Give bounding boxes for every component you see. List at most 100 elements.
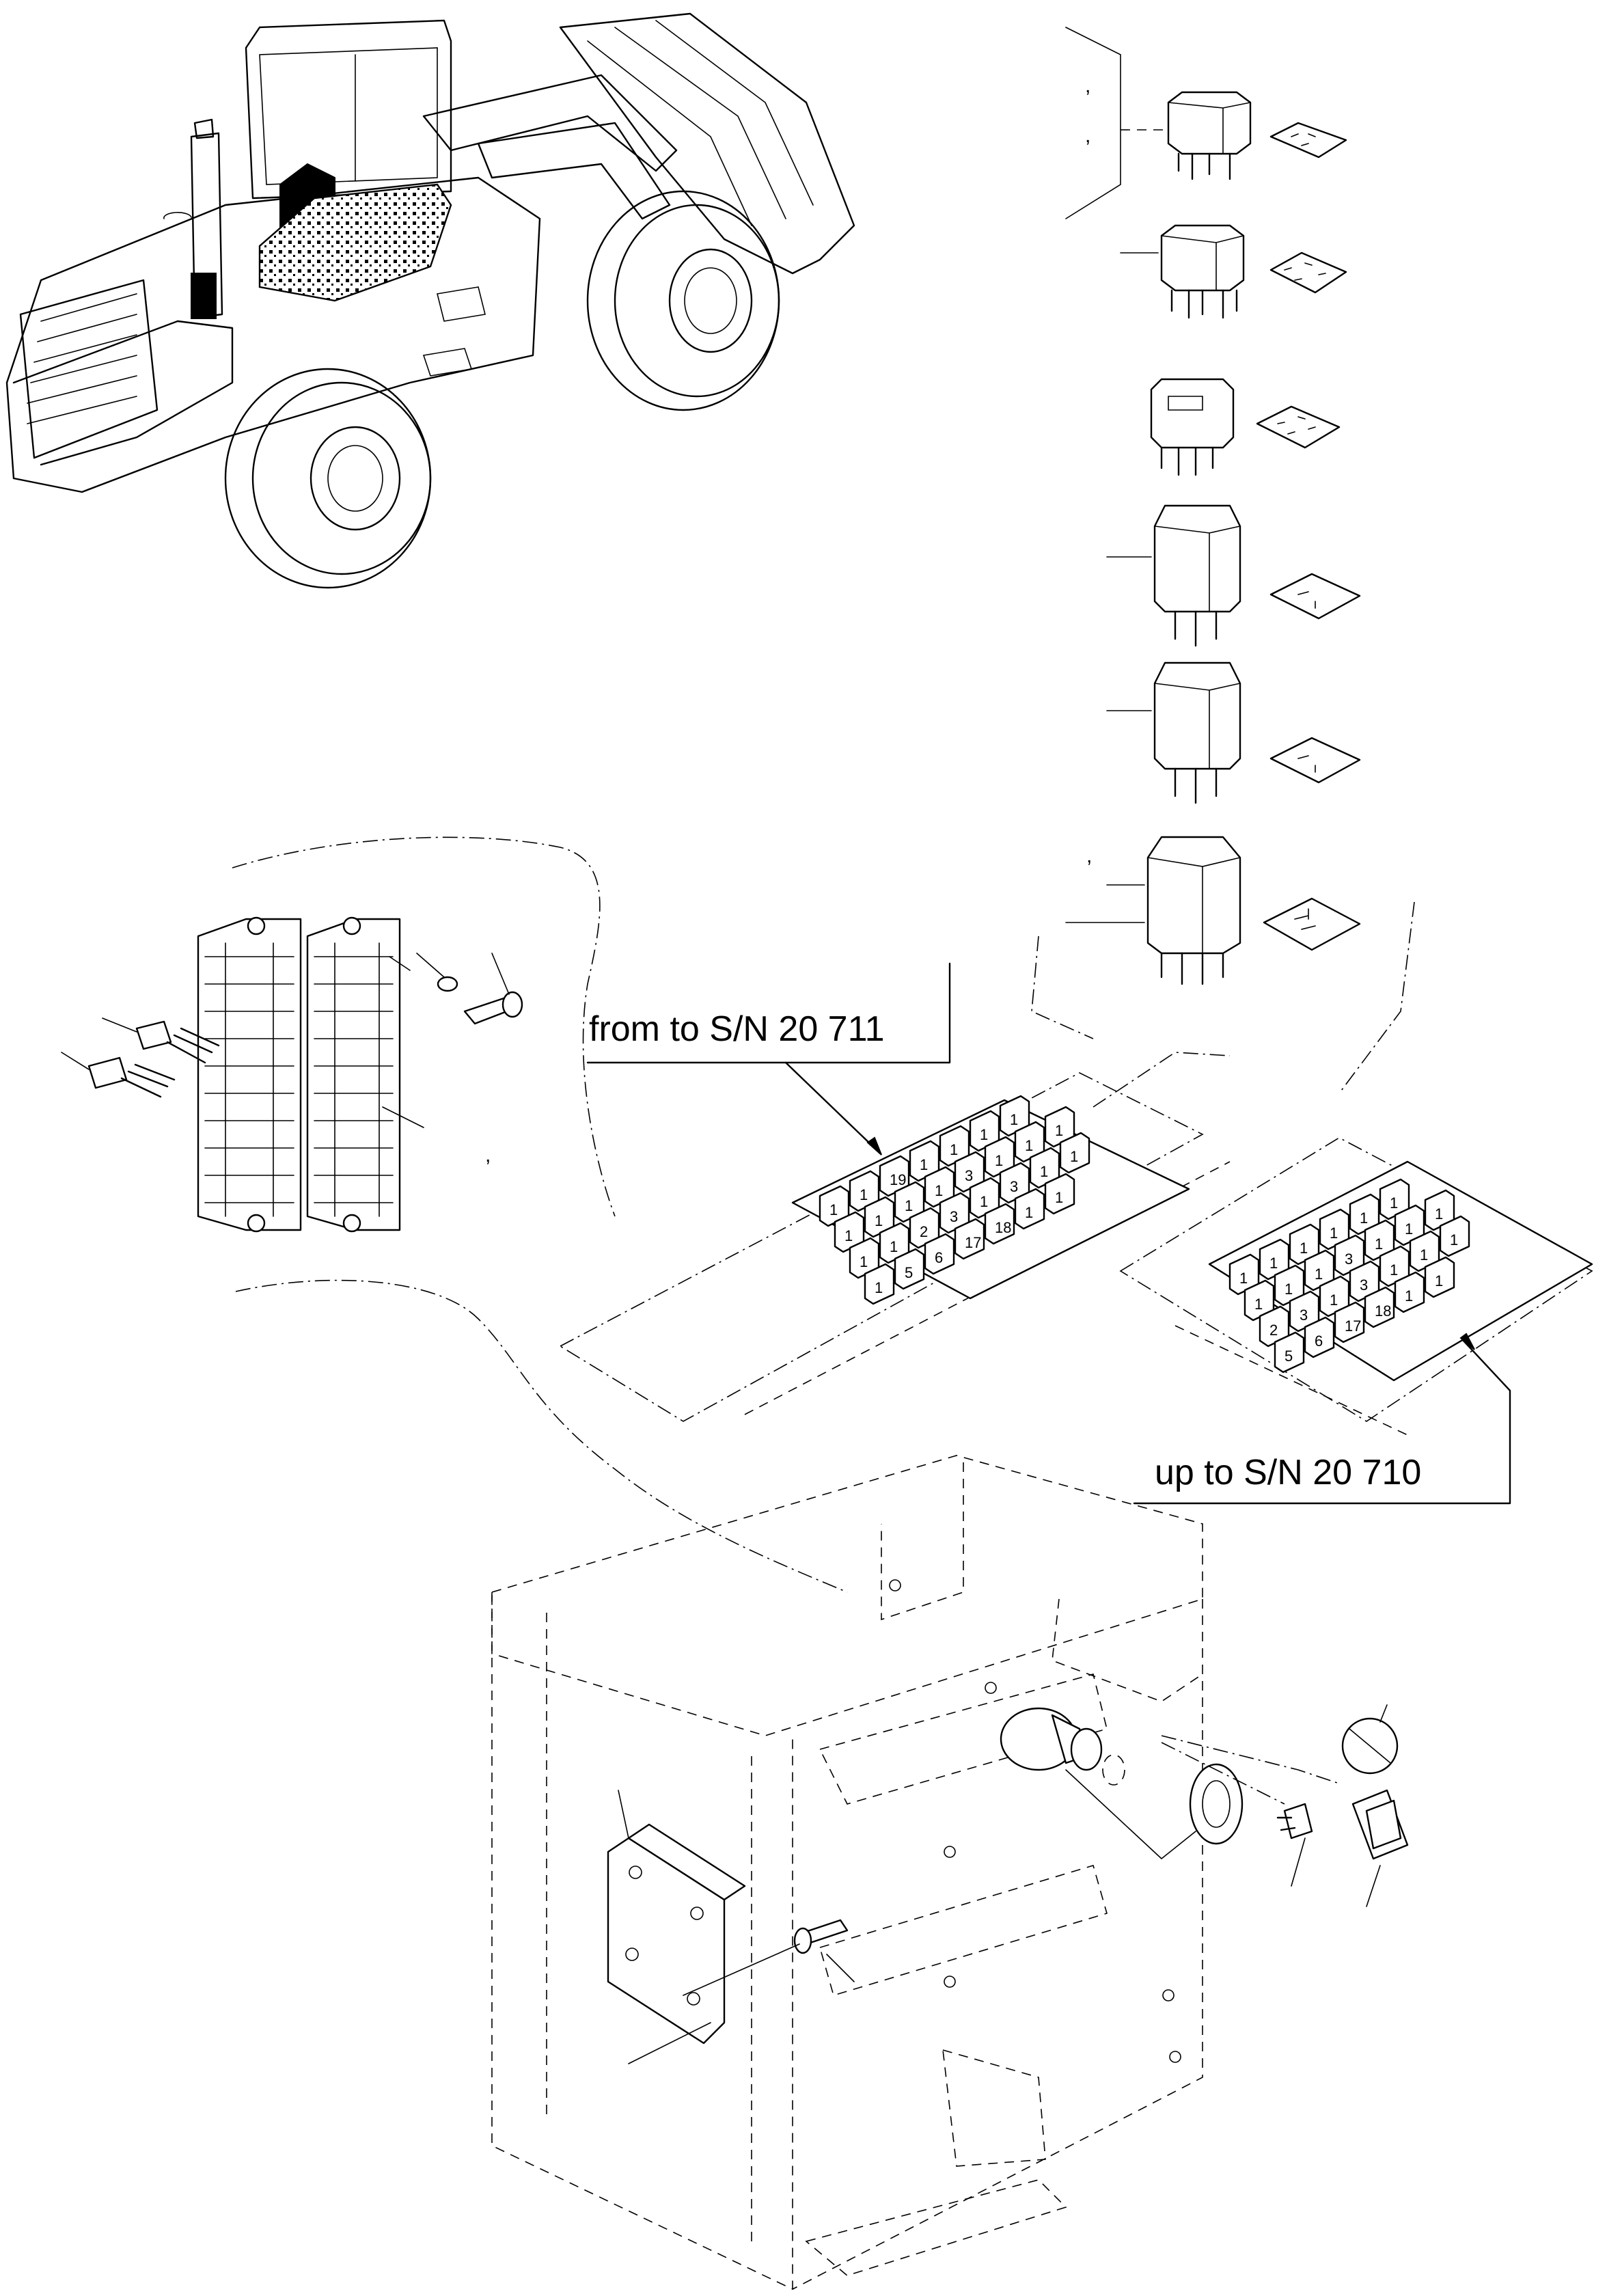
relay-cube-label: 1 xyxy=(1239,1270,1248,1287)
relay-cube: 1 xyxy=(894,1181,925,1223)
relay-cube-label: 1 xyxy=(1010,1111,1018,1128)
relay-cube-label: 5 xyxy=(905,1264,913,1281)
relay-cube: 6 xyxy=(924,1233,955,1275)
relay-cube: 18 xyxy=(984,1203,1015,1245)
relay-cube-label: 19 xyxy=(890,1171,906,1188)
relay-cube: 3 xyxy=(999,1162,1030,1204)
relay-cube-label: 1 xyxy=(860,1186,868,1203)
tick-mark: , xyxy=(1085,124,1090,147)
relay-column: , , xyxy=(1031,27,1415,1108)
relay-cube-label: 3 xyxy=(965,1167,973,1184)
relay-cube-label: 1 xyxy=(1070,1148,1078,1165)
relay-cube-label: 1 xyxy=(1300,1240,1308,1257)
relay-cube: 1 xyxy=(864,1263,895,1305)
relay-cube: 2 xyxy=(1259,1305,1290,1348)
relay-cube: 1 xyxy=(909,1140,940,1182)
callout-from-sn: from to S/N 20 711 xyxy=(586,962,951,1156)
relay-cube-label: 1 xyxy=(1405,1220,1413,1238)
tick-mark: , xyxy=(1085,74,1090,97)
relay-cube: 1 xyxy=(1044,1173,1075,1215)
relay-cube: 1 xyxy=(1349,1193,1380,1235)
relay-cube-label: 1 xyxy=(1390,1194,1398,1212)
relay-cube-label: 1 xyxy=(1420,1246,1428,1263)
relay-cube-label: 1 xyxy=(995,1152,1003,1169)
electrical-cabinet xyxy=(491,1455,1409,2291)
relay-cube-label: 1 xyxy=(1285,1281,1293,1298)
relay-cube: 1 xyxy=(1014,1188,1045,1230)
relay-cube: 1 xyxy=(969,1177,1000,1219)
callout-up-to-sn-label: up to S/N 20 710 xyxy=(1155,1453,1421,1492)
relay-cube: 1 xyxy=(1394,1271,1425,1313)
tick-mark: , xyxy=(485,1144,491,1166)
relay-cube-label: 1 xyxy=(980,1193,988,1210)
relay-cube: 1 xyxy=(1439,1215,1470,1257)
relay-cube-label: 5 xyxy=(1285,1348,1293,1365)
relay-cube: 1 xyxy=(1424,1189,1455,1231)
relay-2 xyxy=(1120,224,1347,319)
relay-cube: 1 xyxy=(819,1185,850,1227)
relay-cube: 18 xyxy=(1364,1286,1395,1328)
relay-cube-label: 17 xyxy=(965,1234,981,1251)
relay-cube-label: 1 xyxy=(1405,1287,1413,1304)
relay-4 xyxy=(1106,504,1361,647)
relay-cube-label: 18 xyxy=(1375,1302,1391,1320)
relay-cube-label: 1 xyxy=(1055,1189,1063,1206)
relay-cube-label: 1 xyxy=(1315,1266,1323,1283)
relay-cube-label: 1 xyxy=(844,1227,853,1244)
relay-cube-label: 1 xyxy=(1025,1137,1033,1154)
relay-cube: 19 xyxy=(879,1155,910,1197)
relay-cube-label: 3 xyxy=(1345,1250,1353,1268)
relay-cube: 3 xyxy=(954,1151,985,1193)
relay-cube-label: 1 xyxy=(1269,1255,1278,1272)
relay-cube-label: 3 xyxy=(1360,1276,1368,1294)
relay-cube-label: 1 xyxy=(860,1253,868,1270)
relay-cube: 5 xyxy=(894,1248,925,1290)
relay-cube-label: 1 xyxy=(1435,1205,1443,1222)
relay-cube-label: 6 xyxy=(935,1249,943,1266)
relay-5 xyxy=(1106,661,1361,804)
relay-cube-label: 1 xyxy=(1254,1296,1263,1313)
relay-cube: 1 xyxy=(1304,1249,1335,1292)
relay-cube: 1 xyxy=(1424,1256,1455,1298)
relay-cube-label: 1 xyxy=(1435,1272,1443,1289)
relay-6: , xyxy=(1065,836,1361,985)
relay-cube-label: 1 xyxy=(935,1182,943,1199)
relay-cube: 5 xyxy=(1274,1331,1305,1374)
relay-cube: 1 xyxy=(1379,1178,1410,1220)
relay-cube-label: 1 xyxy=(1025,1204,1033,1221)
relay-cube-label: 1 xyxy=(950,1141,958,1158)
relay-cube-label: 1 xyxy=(829,1201,838,1218)
callout-from-sn-label: from to S/N 20 711 xyxy=(589,1009,885,1049)
relay-cube: 1 xyxy=(1059,1132,1090,1174)
relay-cube-label: 18 xyxy=(995,1219,1011,1236)
relay-cube-label: 1 xyxy=(1375,1235,1383,1253)
relay-cube-label: 2 xyxy=(1269,1322,1278,1339)
relay-cube-label: 3 xyxy=(1010,1178,1018,1195)
relay-cube-label: 1 xyxy=(980,1126,988,1143)
fuse-holder-assembly: , xyxy=(61,836,848,1593)
callout-up-to-sn: up to S/N 20 710 xyxy=(1133,1332,1511,1505)
relay-cube-label: 1 xyxy=(1040,1163,1048,1180)
relay-cube-label: 1 xyxy=(1330,1225,1338,1242)
relay-cube: 17 xyxy=(1334,1301,1365,1343)
relay-1 xyxy=(1121,91,1347,180)
relay-cube: 1 xyxy=(939,1125,970,1167)
relay-cube-label: 3 xyxy=(1300,1307,1308,1324)
relay-cube: 1 xyxy=(1364,1219,1395,1261)
relay-cube-label: 1 xyxy=(1360,1210,1368,1227)
relay-cube-label: 1 xyxy=(1330,1292,1338,1309)
relay-cube: 1 xyxy=(1394,1204,1425,1246)
relay-cube-label: 3 xyxy=(950,1208,958,1225)
relay-cube: 6 xyxy=(1304,1316,1335,1358)
relay-cube: 1 xyxy=(1029,1147,1060,1189)
relay-cube: 1 xyxy=(879,1222,910,1264)
relay-cube: 17 xyxy=(954,1218,985,1260)
relay-cube-label: 1 xyxy=(1450,1231,1458,1248)
relay-cube-label: 6 xyxy=(1315,1332,1323,1350)
relay-cube: 1 xyxy=(834,1211,865,1253)
relay-cube-label: 1 xyxy=(890,1238,898,1255)
relay-cube-label: 2 xyxy=(920,1223,928,1240)
